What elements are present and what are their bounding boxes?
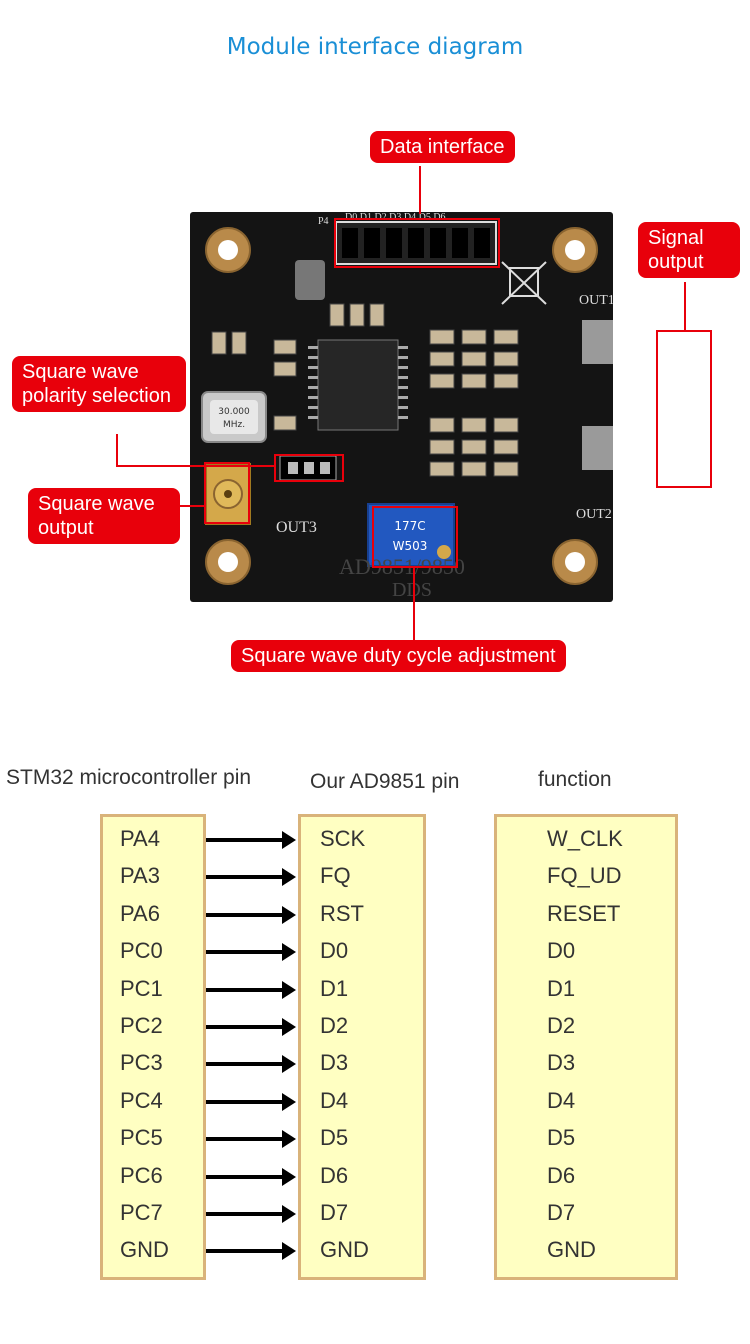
pin-arrow (206, 1242, 296, 1261)
header-top-labels: D0 D1 D2 D3 D4 D5 D6 (345, 212, 446, 223)
pin-arrow (206, 1130, 296, 1149)
ad9851-pin: D7 (320, 1200, 349, 1225)
crystal-freq: 30.000 (218, 407, 250, 417)
dds-label: DDS (392, 579, 432, 601)
pin-function: D1 (547, 975, 576, 1001)
ad9851-pin: D5 (320, 1125, 349, 1151)
ad9851-pin: D2 (320, 1013, 349, 1038)
stm32-pin: PC2 (120, 1013, 163, 1038)
pin-arrow (206, 905, 296, 924)
callout-duty-cycle: Square wave duty cycle adjustment (231, 640, 566, 672)
p4-label: P4 (318, 216, 329, 227)
pin-arrow (206, 943, 296, 962)
stm32-pin: PC0 (120, 938, 163, 964)
pin-function: FQ_UD (547, 863, 622, 889)
header-ad9851: Our AD9851 pin (310, 770, 460, 793)
out1-label: OUT1 (579, 293, 613, 308)
crystal-unit: MHz. (223, 420, 245, 430)
ad9851-pin: FQ (320, 863, 351, 889)
pcb-graphic: 30.000 MHz. 177C W503 P4 D0 D1 D2 D3 D4 … (201, 212, 615, 601)
stm32-pin: PC6 (120, 1162, 163, 1188)
pin-function: D2 (547, 1013, 576, 1038)
stm32-pin: PC7 (120, 1200, 163, 1225)
pcb-board: 30.000 MHz. 177C W503 P4 D0 D1 D2 D3 D4 … (190, 212, 615, 602)
stm32-pin: PA6 (120, 900, 160, 926)
signal-output-line (684, 282, 686, 330)
ad9851-pin-box (298, 814, 426, 1280)
polarity-box (274, 454, 344, 482)
pin-function: GND (547, 1237, 596, 1263)
callout-square-output: Square wave output (28, 488, 180, 544)
square-out-box (204, 462, 250, 524)
ad9851-pin: GND (320, 1237, 369, 1263)
pin-arrow (206, 831, 296, 849)
stm32-pin: GND (120, 1237, 169, 1263)
pin-function: D4 (547, 1087, 576, 1113)
ad9851-pin: RST (320, 900, 364, 926)
pin-function: W_CLK (547, 826, 623, 851)
ad9851-pin: D4 (320, 1087, 349, 1113)
stm32-pin: PC4 (120, 1087, 163, 1113)
polarity-line-h (116, 465, 274, 467)
pin-function: RESET (547, 900, 621, 926)
out3-label: OUT3 (276, 519, 317, 536)
stm32-pin: PC1 (120, 975, 163, 1001)
header-stm32: STM32 microcontroller pin (6, 766, 252, 789)
ad9851-pin: SCK (320, 826, 366, 851)
data-interface-line (419, 166, 421, 214)
function-pin-box (494, 814, 678, 1280)
pin-arrow (206, 1167, 296, 1186)
duty-line (413, 568, 415, 640)
pot-label: W503 (393, 539, 428, 553)
signal-output-box (656, 330, 712, 488)
callout-data-interface: Data interface (370, 131, 515, 163)
polarity-line-v (116, 434, 118, 466)
pin-function: D7 (547, 1200, 576, 1225)
callout-signal-output: Signal output (638, 222, 740, 278)
duty-box (372, 506, 458, 568)
weee-icon (501, 261, 547, 305)
pin-arrow (206, 1018, 296, 1036)
ad9851-pin: D0 (320, 938, 349, 964)
stm32-pin-box (100, 814, 206, 1280)
pin-arrow (206, 980, 296, 999)
data-interface-box (334, 218, 500, 268)
pin-function: D6 (547, 1162, 576, 1188)
pin-function: D5 (547, 1125, 576, 1151)
out2-label: OUT2 (576, 507, 612, 522)
pin-arrow (206, 1092, 296, 1111)
ad9851-pin: D6 (320, 1162, 349, 1188)
pin-arrow (206, 1205, 296, 1223)
pin-arrow (206, 1055, 296, 1074)
pin-arrow (206, 868, 296, 887)
square-out-line (180, 505, 204, 507)
page-title: Module interface diagram (226, 34, 524, 60)
stm32-pin: PA4 (120, 826, 160, 851)
pin-function: D3 (547, 1050, 576, 1076)
stm32-pin: PC3 (120, 1050, 163, 1076)
stm32-pin: PA3 (120, 863, 160, 889)
callout-square-polarity: Square wave polarity selection (12, 356, 186, 412)
pot-value: 177C (394, 519, 425, 533)
stm32-pin: PC5 (120, 1125, 163, 1151)
pin-function: D0 (547, 938, 576, 964)
ad9851-pin: D3 (320, 1050, 349, 1076)
ad9851-pin: D1 (320, 975, 349, 1001)
header-function: function (538, 768, 612, 791)
